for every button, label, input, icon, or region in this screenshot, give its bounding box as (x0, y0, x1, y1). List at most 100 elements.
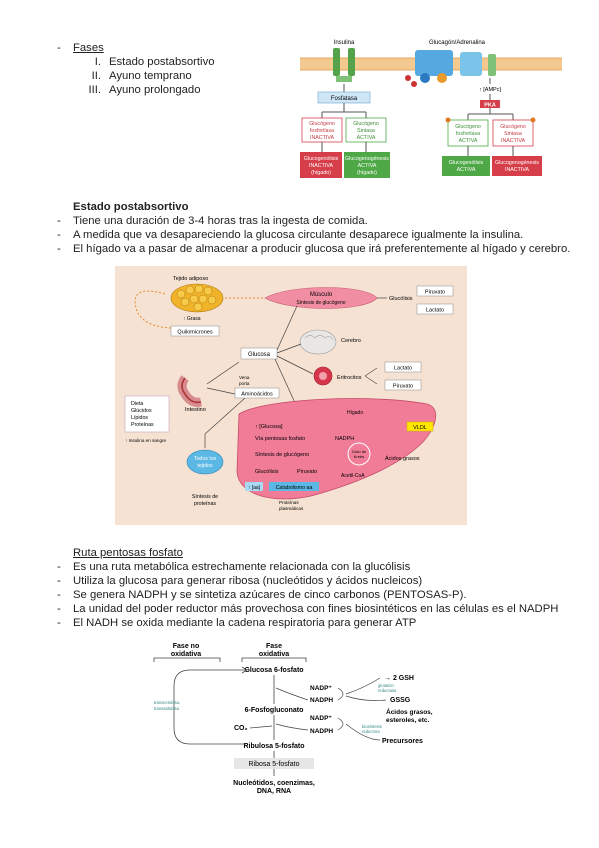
higado-label: Hígado (347, 410, 363, 416)
piruvato2-label: Piruvato (393, 384, 413, 390)
aa-box (245, 482, 263, 491)
dieta-line: Dieta (131, 401, 143, 407)
proteinas-plasm-label: plasmáticas (279, 506, 304, 511)
lactato2-label: Lactato (394, 366, 412, 372)
fases-title: Fases (73, 42, 104, 54)
piruvato-liver-label: Piruvato (297, 469, 317, 475)
biosintesis-label: reductora (362, 729, 380, 734)
todos-tejidos-label: tejidos (197, 463, 213, 469)
ciclo-krebs-icon (347, 442, 371, 466)
proteinas-plasm-label: Proteínas (279, 500, 299, 505)
glucogeno-fosforilasa-inactiva-box (301, 117, 343, 143)
glucogenolisis-inactiva-box (300, 152, 342, 178)
pentosas-bullet: Es una ruta metabólica estrechamente rel… (73, 561, 411, 573)
todos-tejidos-icon (186, 449, 224, 475)
lactato2-box (384, 361, 422, 373)
sintesis-proteinas-label: proteínas (194, 501, 216, 507)
box-line: INACTIVA (505, 167, 530, 173)
cerebro-icon (299, 329, 337, 355)
glucolisis-liver-label: Glucólisis (255, 469, 279, 475)
box-line: Sintasa (357, 128, 375, 134)
via-pentosas-label: Vía pentosas fosfato (255, 436, 305, 442)
insulina-sangre-label: ↑ Insulina en sangre (125, 438, 167, 443)
postabsortivo-title: Estado postabsortivo (73, 201, 189, 213)
aminoacidos-box (234, 387, 280, 399)
box-line: Glucógeno (500, 124, 526, 130)
acidos-grasos-label: esteroles, etc. (386, 717, 430, 724)
biosintesis-label: biosíntesis (362, 724, 382, 729)
glucogenogenesis-activa-box (344, 152, 390, 178)
pka-label: PKA (484, 103, 496, 109)
box-line: Glucogenólisis (449, 160, 484, 166)
box-line: INACTIVA (309, 163, 334, 169)
box-line: Sintasa (504, 131, 522, 137)
fase-item: Estado postabsortivo (109, 56, 215, 68)
dieta-line: Glúcidos (131, 408, 152, 414)
nucleotidos-label: Nucleótidos, coenzimas, (233, 780, 315, 787)
bullet-dash: - (57, 603, 61, 615)
glucogeno-sintasa-activa-box (345, 117, 387, 143)
glutation-label: reductasa (378, 688, 397, 693)
fases-dash: - (57, 42, 61, 54)
fase-item: Ayuno temprano (109, 70, 192, 82)
quilomicrones-label: Quilomicrones (177, 330, 212, 336)
box-line: Glucógeno (309, 121, 335, 127)
postabsortivo-bullet: El hígado va a pasar de almacenar a prod… (73, 243, 571, 255)
glucogenolisis-activa-box (442, 156, 490, 176)
higado-shape (236, 398, 436, 500)
fase-number: III. (88, 84, 101, 96)
aa-label: ↑ [aa] (248, 485, 261, 491)
glucosa-box (240, 347, 278, 360)
sintesis-proteinas-label: Síntesis de (192, 494, 218, 500)
bullet-dash: - (57, 617, 61, 629)
glucagon-label: Glucagón/Adrenalina (429, 40, 486, 46)
box-line: Glucogenogénesis (345, 156, 389, 162)
box-line: Glucogenólisis (304, 156, 339, 162)
gsh-label: → 2 GSH (384, 675, 414, 682)
nadph2-label: NADPH (310, 728, 333, 735)
nadp2-label: NADP⁺ (310, 715, 332, 722)
box-line: fosforilasa (310, 128, 334, 134)
postabsortivo-bullet: Tiene una duración de 3-4 horas tras la … (73, 215, 368, 227)
vena-porta-label: porta (239, 381, 250, 386)
glucogeno-sintasa-inactiva-box (492, 119, 534, 147)
grasa-label: ↑ Grasa (183, 316, 201, 322)
bullet-dash: - (57, 575, 61, 587)
intestino-icon (177, 375, 202, 407)
dieta-line: Lípidos (131, 415, 148, 421)
tejido-adiposo-label: Tejido adiposo (173, 276, 208, 282)
box-line: ACTIVA (459, 138, 478, 144)
todos-tejidos-label: Todos los (194, 456, 217, 462)
pka-box (480, 100, 500, 108)
box-line: fosforilasa (456, 131, 480, 137)
ciclo-label: Krebs (354, 454, 364, 459)
pentosas-title: Ruta pentosas fosfato (73, 547, 183, 559)
insulina-label: Insulina (334, 40, 355, 46)
insulin-receptor (333, 48, 355, 82)
adipose-cells-icon (170, 283, 224, 313)
fosfatasa-label: Fosfatasa (331, 96, 358, 102)
glucogenogenesis-inactiva-box (492, 156, 542, 176)
acidos-grasos-label: Ácidos grasos, (386, 707, 433, 716)
bullet-dash: - (57, 589, 61, 601)
cerebro-label: Cerebro (341, 338, 361, 344)
vldl-box (406, 421, 434, 432)
acetil-coa-label: Acetil-CoA (341, 473, 365, 479)
box-line: Glucógeno (455, 124, 481, 130)
fase-number: II. (91, 70, 101, 82)
glucosa-6-fosfato: Glucosa 6-fosfato (244, 667, 303, 674)
box-line: (hígado) (357, 170, 377, 176)
catabolismo-box (269, 482, 319, 491)
catabolismo-label: Catabolismo aa (276, 485, 313, 491)
transcetolasa-label: transaldolasa (154, 706, 180, 711)
fase-item: Ayuno prolongado (109, 84, 201, 96)
piruvato-box (416, 285, 454, 297)
box-line: (hígado) (311, 170, 331, 176)
pentosas-bullet: El NADH se oxida mediante la cadena resp… (73, 617, 417, 629)
aminoacidos-label: Aminoácidos (241, 392, 273, 398)
hormone-regulation-figure: Insulina Glucagón/Adrenalina Fosfatasa G… (300, 40, 562, 178)
fase-no-oxidativa-label: Fase no (173, 643, 199, 650)
dieta-line: Proteínas (131, 422, 154, 428)
pentose-phosphate-pathway-figure: Fase no oxidativa Fase oxidativa Glucosa… (153, 643, 433, 795)
lactato-box (416, 303, 454, 315)
